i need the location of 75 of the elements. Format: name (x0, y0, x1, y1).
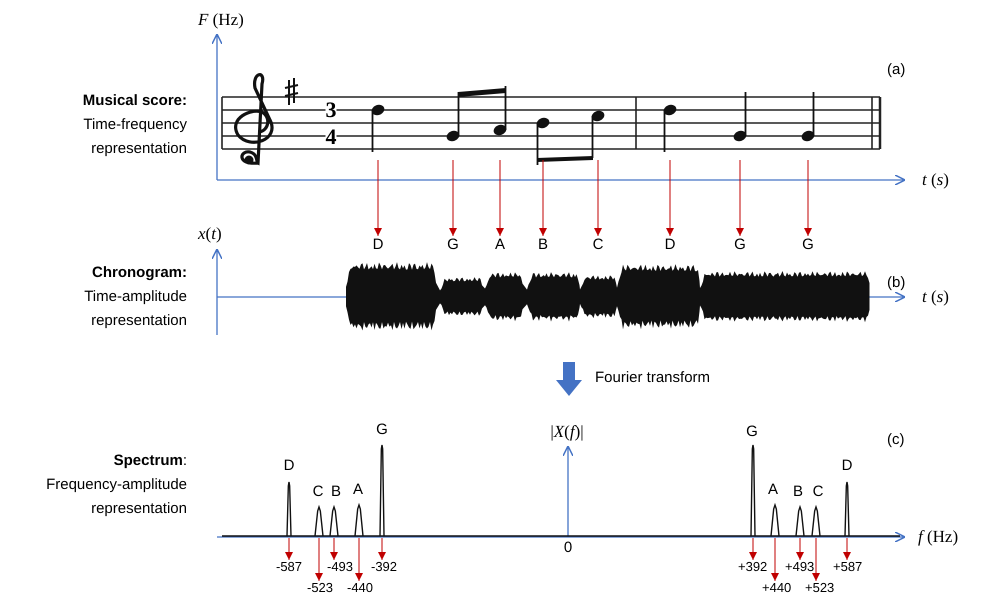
peak-note-label: C (312, 482, 324, 502)
arrow (796, 538, 804, 560)
arrow (330, 538, 338, 560)
axis-label: t (s) (922, 169, 949, 191)
axis-label: F (Hz) (198, 9, 244, 31)
note-name-label: A (491, 236, 509, 254)
note-name-label: C (589, 236, 607, 254)
panel-label: (c) (887, 430, 904, 450)
section-heading: Chronogram: (92, 263, 187, 283)
panel-label: (b) (887, 273, 906, 293)
spectrum-peak (811, 504, 821, 536)
arrow (771, 538, 779, 582)
peak-note-label: D (842, 456, 852, 476)
spectrum-peak (314, 504, 324, 536)
section-heading: Musical score: (82, 91, 187, 111)
arrow (378, 538, 386, 560)
transform-label: Fourier transform (595, 368, 710, 388)
note-name-label: G (799, 236, 817, 254)
arrow (355, 538, 363, 582)
spectrum-peak (844, 481, 850, 536)
peak-note-label: C (812, 482, 824, 502)
arrow (736, 160, 744, 236)
arrow (749, 538, 757, 560)
spectrum-peak (286, 481, 292, 536)
peak-note-label: D (284, 456, 294, 476)
axis-tick-label: 0 (564, 538, 572, 558)
peak-note-label: B (331, 482, 341, 502)
arrow (449, 160, 457, 236)
section-description: Frequency-amplitude representation (45, 475, 187, 519)
axis-label: x(t) (198, 223, 222, 245)
arrow (374, 160, 382, 236)
note-name-label: G (731, 236, 749, 254)
arrow (315, 538, 323, 582)
section-heading: Spectrum: (114, 451, 187, 471)
time-signature: 4 (326, 127, 336, 147)
spectrum-peak (795, 504, 805, 536)
frequency-value: -440 (346, 581, 374, 594)
arrow (539, 160, 547, 236)
frequency-value: +392 (738, 560, 766, 574)
note-name-label: D (661, 236, 679, 254)
note-name-label: B (534, 236, 552, 254)
frequency-value: -493 (326, 560, 354, 574)
frequency-value: -392 (370, 560, 398, 574)
section-description: Time-amplitude representation (83, 287, 187, 331)
frequency-value: +523 (805, 581, 833, 594)
section-description: Time-frequency representation (82, 115, 187, 159)
peak-note-label: B (793, 482, 803, 502)
arrow (804, 160, 812, 236)
spectrum-peak (770, 502, 780, 536)
spectrum-peak (329, 504, 339, 536)
frequency-value: -523 (306, 581, 334, 594)
arrow (812, 538, 820, 582)
frequency-value: -587 (275, 560, 303, 574)
note-name-label: G (444, 236, 462, 254)
spectrum-peak (379, 444, 385, 536)
note-name-label: D (369, 236, 387, 254)
axis-label: t (s) (922, 286, 949, 308)
arrow (843, 538, 851, 560)
peak-note-label: G (376, 420, 388, 440)
peak-note-label: A (353, 480, 363, 500)
frequency-value: +440 (762, 581, 790, 594)
arrow (285, 538, 293, 560)
spectrum-peak (750, 444, 756, 536)
peak-note-label: A (768, 480, 778, 500)
arrow (666, 160, 674, 236)
peak-note-label: G (746, 422, 758, 442)
arrow (594, 160, 602, 236)
arrow (496, 160, 504, 236)
frequency-value: +587 (833, 560, 861, 574)
time-signature: 3 (326, 100, 336, 120)
spectrum-peak (354, 502, 364, 536)
axis-label: f (Hz) (918, 526, 958, 548)
frequency-value: +493 (785, 560, 813, 574)
panel-label: (a) (887, 60, 906, 80)
axis-label: |X(f)| (550, 421, 584, 443)
